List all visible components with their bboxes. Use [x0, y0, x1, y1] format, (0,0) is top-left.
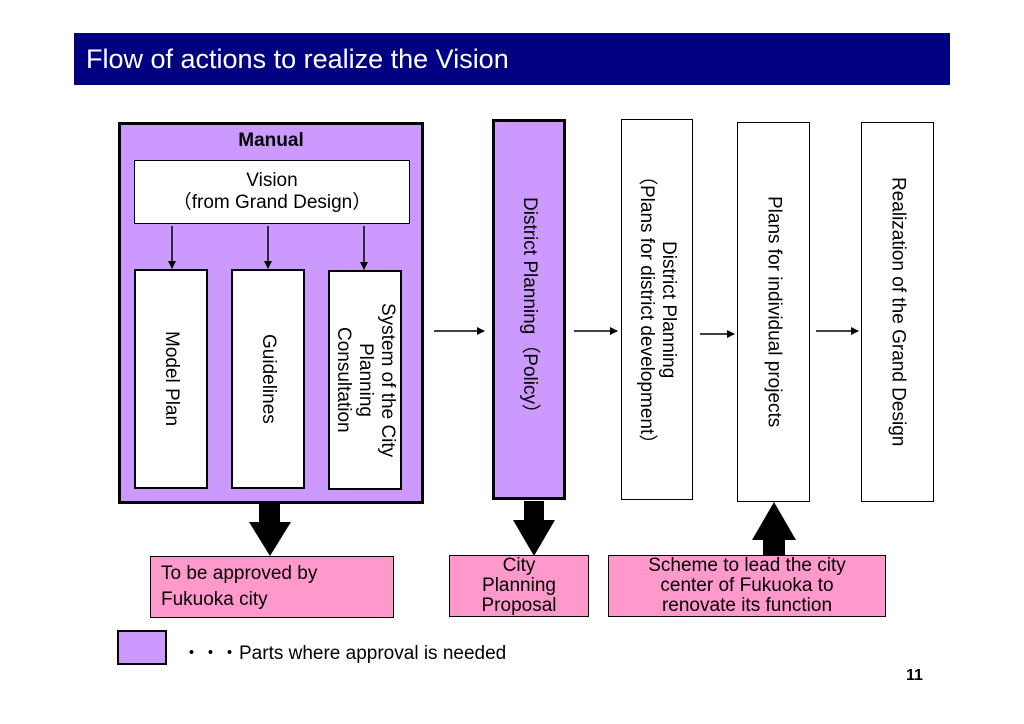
- district-development-box: District Planning （Plans for district de…: [621, 119, 693, 500]
- page-title: Flow of actions to realize the Vision: [74, 33, 950, 85]
- bold-arrow-scheme-up: [752, 502, 796, 556]
- page-number: 11: [906, 667, 923, 684]
- realization-text: Realization of the Grand Design: [887, 177, 909, 447]
- scheme-note-text: Scheme to lead the city center of Fukuok…: [648, 555, 846, 616]
- approval-note-text: To be approved by Fukuoka city: [161, 563, 318, 610]
- realization-box: Realization of the Grand Design: [861, 122, 934, 502]
- system-consultation-box: System of the City Planning Consultation: [328, 270, 402, 490]
- system-consultation-text: System of the City Planning Consultation: [333, 302, 398, 458]
- manual-label: Manual: [238, 130, 304, 151]
- scheme-note-box: Scheme to lead the city center of Fukuok…: [608, 555, 886, 617]
- legend-swatch: [117, 630, 167, 665]
- proposal-note-box: City Planning Proposal: [449, 555, 589, 617]
- model-plan-box: Model Plan: [134, 269, 208, 489]
- proposal-note-text: City Planning Proposal: [481, 555, 557, 616]
- guidelines-box: Guidelines: [231, 269, 305, 489]
- guidelines-text: Guidelines: [258, 334, 279, 424]
- approval-note-box: To be approved by Fukuoka city: [150, 556, 394, 618]
- vision-box: Vision （from Grand Design）: [134, 160, 410, 224]
- individual-projects-text: Plans for individual projects: [763, 196, 785, 428]
- model-plan-text: Model Plan: [161, 331, 182, 427]
- bold-arrow-policy-down: [513, 501, 555, 556]
- district-policy-box: District Planning（Policy）: [492, 119, 566, 500]
- district-policy-text: District Planning（Policy）: [519, 196, 540, 423]
- vision-text: Vision （from Grand Design）: [172, 170, 372, 213]
- district-development-text: District Planning （Plans for district de…: [636, 165, 679, 454]
- individual-projects-box: Plans for individual projects: [737, 122, 810, 502]
- legend-text: ・・・Parts where approval is needed: [182, 643, 507, 664]
- bold-arrow-manual-down: [249, 503, 291, 556]
